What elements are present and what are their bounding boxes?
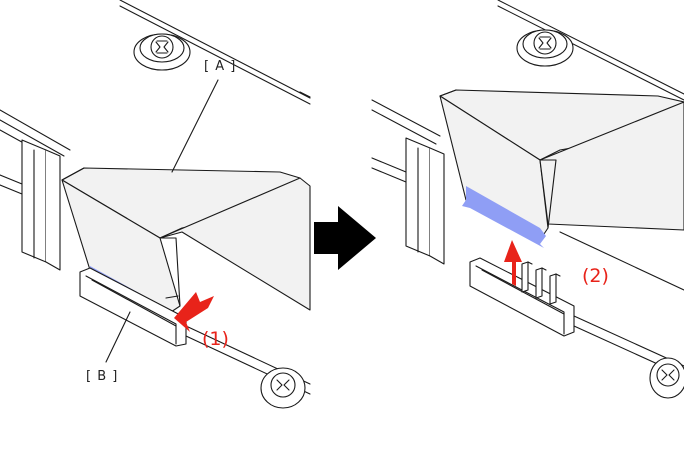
side-bracket-left xyxy=(21,139,61,271)
side-bracket-right xyxy=(405,137,445,265)
cable-contact-area xyxy=(462,186,546,248)
label-part-a: [ A ] xyxy=(204,59,236,74)
right-arrow-icon xyxy=(314,206,376,270)
label-part-b: [ B ] xyxy=(86,369,118,384)
frame-lines-right xyxy=(371,0,684,377)
label-step-2: (2) xyxy=(582,265,609,287)
pull-arrow-1 xyxy=(174,292,214,332)
screw-icon xyxy=(516,29,574,67)
right-panel-after xyxy=(371,0,684,399)
label-step-1: (1) xyxy=(202,328,229,350)
cable-right-fold xyxy=(159,177,311,311)
screw-icon xyxy=(649,357,684,399)
flat-cable-a-lifted xyxy=(439,89,684,248)
leader-line-b xyxy=(105,311,131,363)
leader-line-a xyxy=(171,79,219,173)
connector-b-open xyxy=(469,257,575,337)
screw-icon xyxy=(260,367,306,409)
screw-icon xyxy=(133,33,191,71)
connector-b xyxy=(79,267,187,347)
cable-right-fold xyxy=(539,101,684,231)
left-panel-before xyxy=(0,0,311,409)
connector-latch xyxy=(521,261,561,305)
cable-front-fold xyxy=(61,179,181,315)
lift-arrow-2 xyxy=(504,240,522,286)
